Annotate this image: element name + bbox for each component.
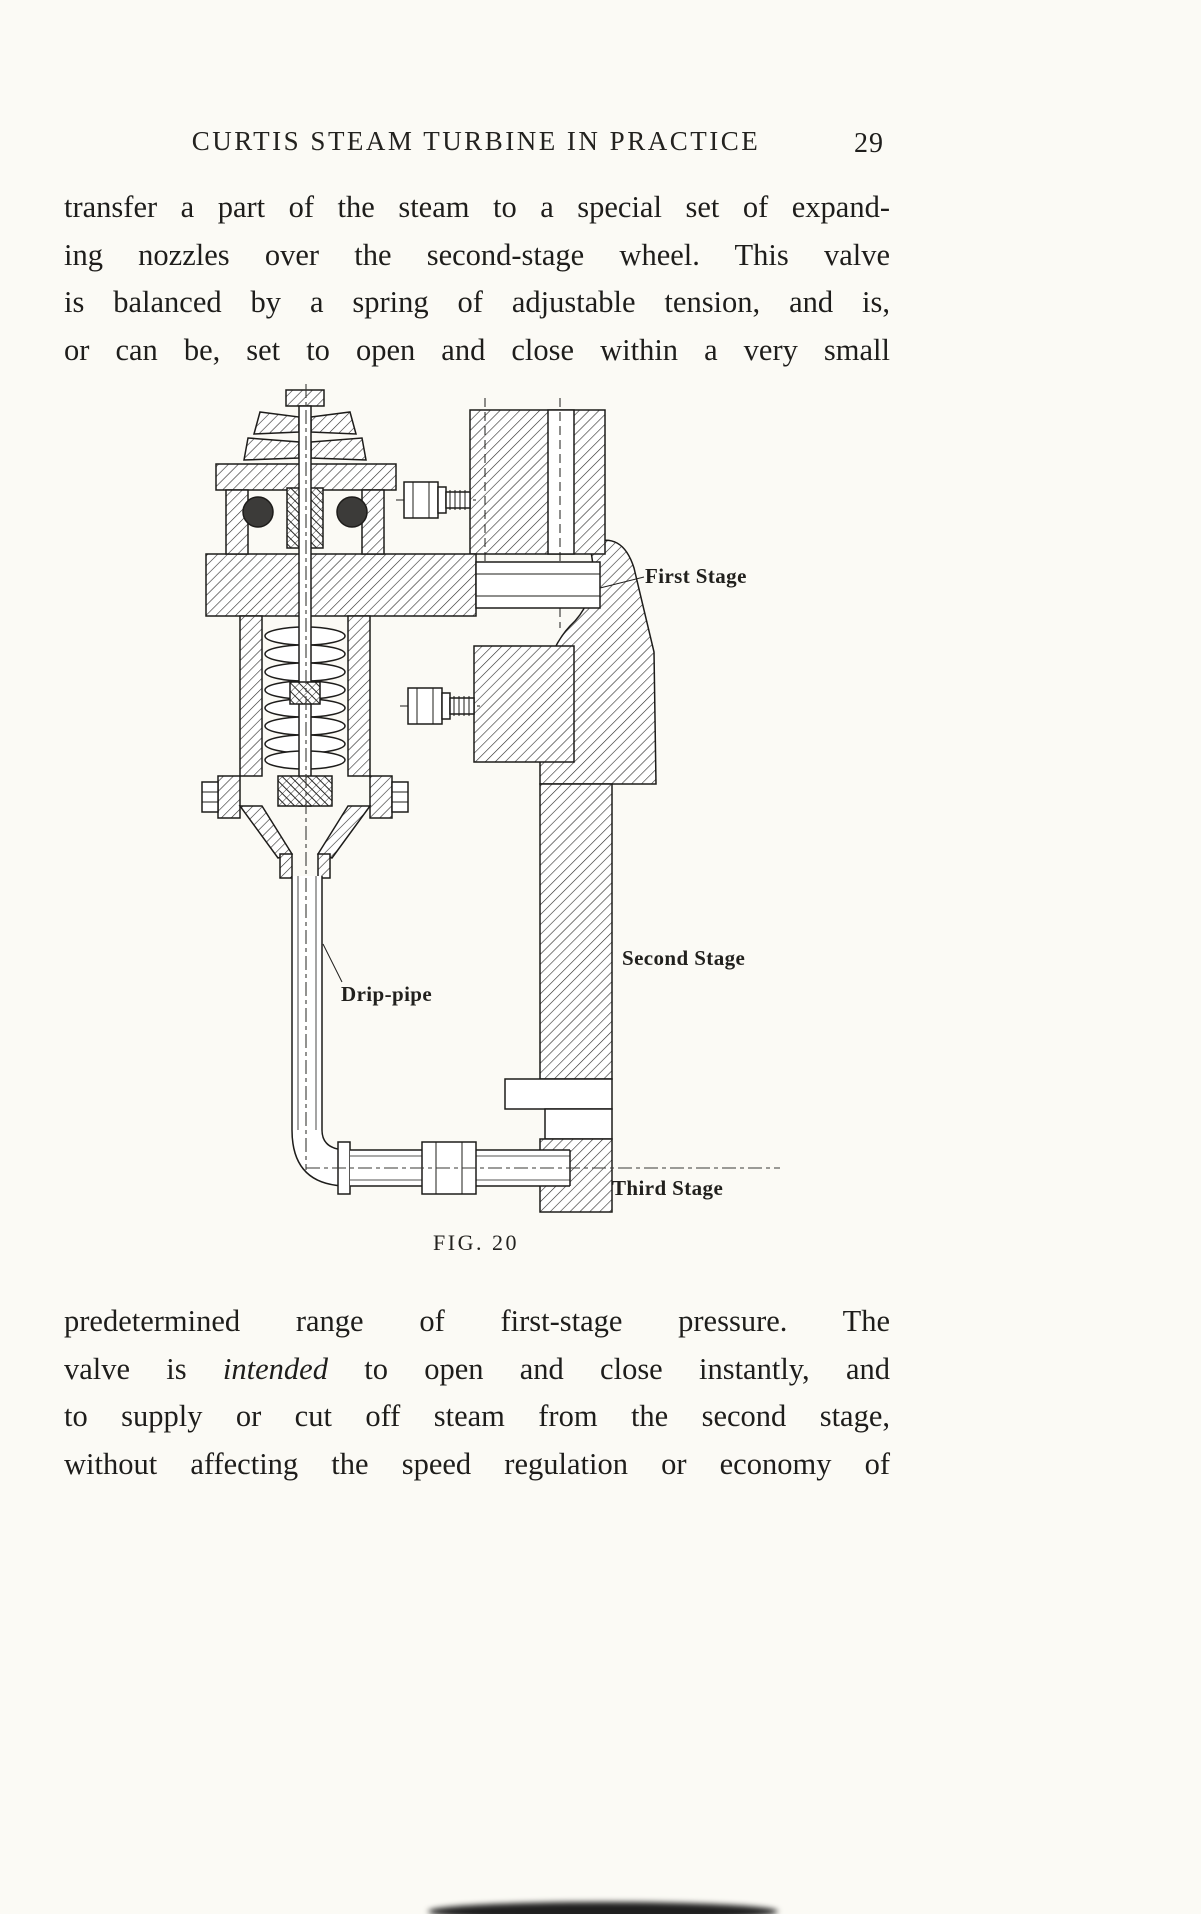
page-header: CURTIS STEAM TURBINE IN PRACTICE 29 <box>64 126 888 162</box>
scan-gutter-shadow <box>428 1902 778 1914</box>
drip-pipe-drawing <box>291 876 571 1195</box>
text-line: to supply or cut off steam from the seco… <box>64 1399 890 1433</box>
text-line: transfer a part of the steam to a specia… <box>64 190 890 224</box>
centerlines <box>305 384 780 1170</box>
text-line: ing nozzles over the second-stage wheel.… <box>64 237 890 272</box>
valve-assembly <box>201 389 409 879</box>
flange-bolts <box>396 481 480 725</box>
text-line: or can be, set to open and close within … <box>64 332 890 367</box>
leader-lines <box>322 576 645 983</box>
label-drip-pipe: Drip-pipe <box>341 982 433 1006</box>
valve-cross-section-diagram <box>201 384 780 1213</box>
text-line: without affecting the speed regulation o… <box>64 1446 890 1481</box>
text-line: is balanced by a spring of adjustable te… <box>64 285 890 319</box>
text-segment: valve is <box>64 1351 223 1386</box>
text-line: predetermined range of first-stage press… <box>64 1304 890 1338</box>
turbine-casing <box>469 398 657 1213</box>
paragraph-bottom: predetermined range of first-stage press… <box>64 1298 890 1488</box>
running-title: CURTIS STEAM TURBINE IN PRACTICE <box>191 126 761 156</box>
first-stage-flange <box>205 553 601 617</box>
text-line: valve is intended to open and close inst… <box>64 1346 890 1394</box>
paragraph-top: transfer a part of the steam to a specia… <box>64 184 890 374</box>
italic-word: intended <box>222 1351 328 1386</box>
text-segment: to open and close instantly, and <box>327 1351 890 1386</box>
figure-20: First Stage Second Stage Drip-pipe Third… <box>0 384 1201 1274</box>
page-number: 29 <box>854 128 884 159</box>
label-second-stage: Second Stage <box>622 946 746 970</box>
label-first-stage: First Stage <box>645 564 747 588</box>
label-third-stage: Third Stage <box>612 1176 724 1200</box>
figure-caption: FIG. 20 <box>433 1230 519 1255</box>
